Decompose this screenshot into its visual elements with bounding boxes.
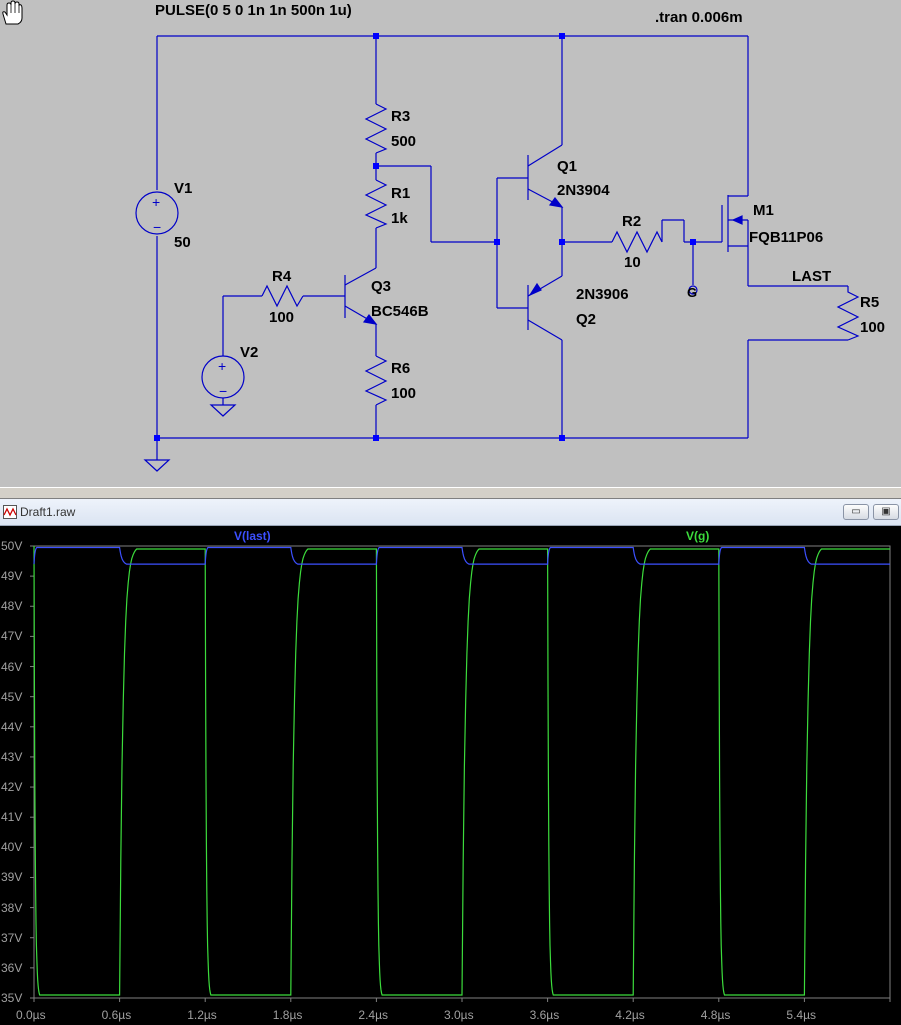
m1-model[interactable]: FQB11P06 (749, 229, 824, 246)
plot-canvas[interactable] (0, 526, 901, 1025)
svg-text:−: − (153, 219, 161, 235)
schematic-editor[interactable]: + − + − PULSE(0 5 0 1n 1n 500n 1u) .tran… (0, 0, 901, 487)
r1-value[interactable]: 1k (391, 210, 408, 227)
waveform-window-icon (3, 505, 17, 519)
restore-button[interactable]: ▣ (873, 504, 899, 520)
pane-splitter[interactable] (0, 487, 901, 499)
y-axis-tick-label: 36V (1, 960, 23, 975)
x-axis-tick-label: 4.8µs (700, 1008, 731, 1022)
r2-value[interactable]: 10 (624, 254, 641, 271)
y-axis-tick-label: 40V (1, 840, 23, 855)
y-axis-tick-label: 41V (1, 810, 23, 825)
y-axis-tick-label: 35V (1, 991, 23, 1005)
r3-value[interactable]: 500 (391, 133, 417, 150)
schematic-canvas[interactable]: + − + − (0, 0, 901, 487)
y-axis-tick-label: 44V (1, 719, 23, 734)
waveform-plot[interactable]: V(last) V(g) 50V 49V 48V 47V 46V 45V 44V 43V 42V… (0, 526, 901, 1025)
m1-name[interactable]: M1 (753, 202, 774, 219)
r5-name[interactable]: R5 (860, 294, 880, 311)
svg-text:+: + (152, 194, 160, 210)
r2-name[interactable]: R2 (622, 213, 642, 230)
pulse-directive[interactable]: PULSE(0 5 0 1n 1n 500n 1u) (155, 2, 352, 19)
waveform-window-titlebar[interactable]: Draft1.raw ▭ ▣ (0, 499, 901, 526)
r6-value[interactable]: 100 (391, 385, 417, 402)
q2-model[interactable]: 2N3906 (576, 286, 629, 303)
y-axis-tick-label: 45V (1, 689, 23, 704)
minimize-button[interactable]: ▭ (843, 504, 869, 520)
x-axis-tick-label: 5.4µs (786, 1008, 816, 1022)
y-axis-tick-label: 46V (1, 659, 23, 674)
trace-v-last[interactable] (33, 546, 890, 565)
y-axis-tick-label: 50V (1, 539, 23, 553)
r6-name[interactable]: R6 (391, 360, 411, 377)
y-axis-tick-label: 47V (1, 629, 23, 644)
y-axis-tick-label: 43V (1, 749, 23, 764)
svg-text:+: + (218, 358, 226, 374)
tran-directive[interactable]: .tran 0.006m (655, 9, 743, 26)
hand-cursor-icon (2, 0, 23, 25)
v2-name[interactable]: V2 (240, 344, 259, 361)
y-axis-tick-label: 49V (1, 569, 23, 584)
r4-name[interactable]: R4 (272, 268, 292, 285)
x-axis-tick-label: 1.8µs (272, 1008, 303, 1022)
y-axis-tick-label: 42V (1, 780, 23, 795)
x-axis-tick-label: 0.6µs (101, 1008, 132, 1022)
v1-value[interactable]: 50 (174, 234, 191, 251)
r4-value[interactable]: 100 (269, 309, 295, 326)
x-axis-tick-label: 3.6µs (529, 1008, 560, 1022)
y-axis-tick-label: 37V (1, 930, 23, 945)
y-axis-tick-label: 38V (1, 900, 23, 915)
x-axis-tick-label: 2.4µs (358, 1008, 388, 1022)
x-axis-tick-label: 3.0µs (444, 1008, 474, 1022)
q1-name[interactable]: Q1 (557, 158, 578, 175)
y-axis-tick-label: 48V (1, 599, 23, 614)
r3-name[interactable]: R3 (391, 108, 411, 125)
q3-model[interactable]: BC546B (371, 303, 429, 320)
r5-value[interactable]: 100 (860, 319, 886, 336)
q1-model[interactable]: 2N3904 (557, 182, 610, 199)
x-axis-tick-label: 4.2µs (615, 1008, 645, 1022)
r1-name[interactable]: R1 (391, 185, 411, 202)
trace-label-v-last[interactable]: V(last) (234, 529, 271, 543)
x-axis-tick-label: 0.0µs (16, 1008, 46, 1022)
y-axis-tick-label: 39V (1, 870, 23, 885)
v1-name[interactable]: V1 (174, 180, 193, 197)
q3-name[interactable]: Q3 (371, 278, 392, 295)
x-axis-tick-label: 1.2µs (187, 1008, 217, 1022)
net-label-g[interactable]: G (687, 285, 698, 300)
net-label-last[interactable]: LAST (792, 268, 832, 285)
waveform-window-title: Draft1.raw (20, 505, 76, 519)
trace-v-g[interactable] (33, 545, 890, 996)
trace-label-v-g[interactable]: V(g) (686, 529, 710, 543)
q2-name[interactable]: Q2 (576, 311, 597, 328)
svg-text:−: − (219, 383, 227, 399)
